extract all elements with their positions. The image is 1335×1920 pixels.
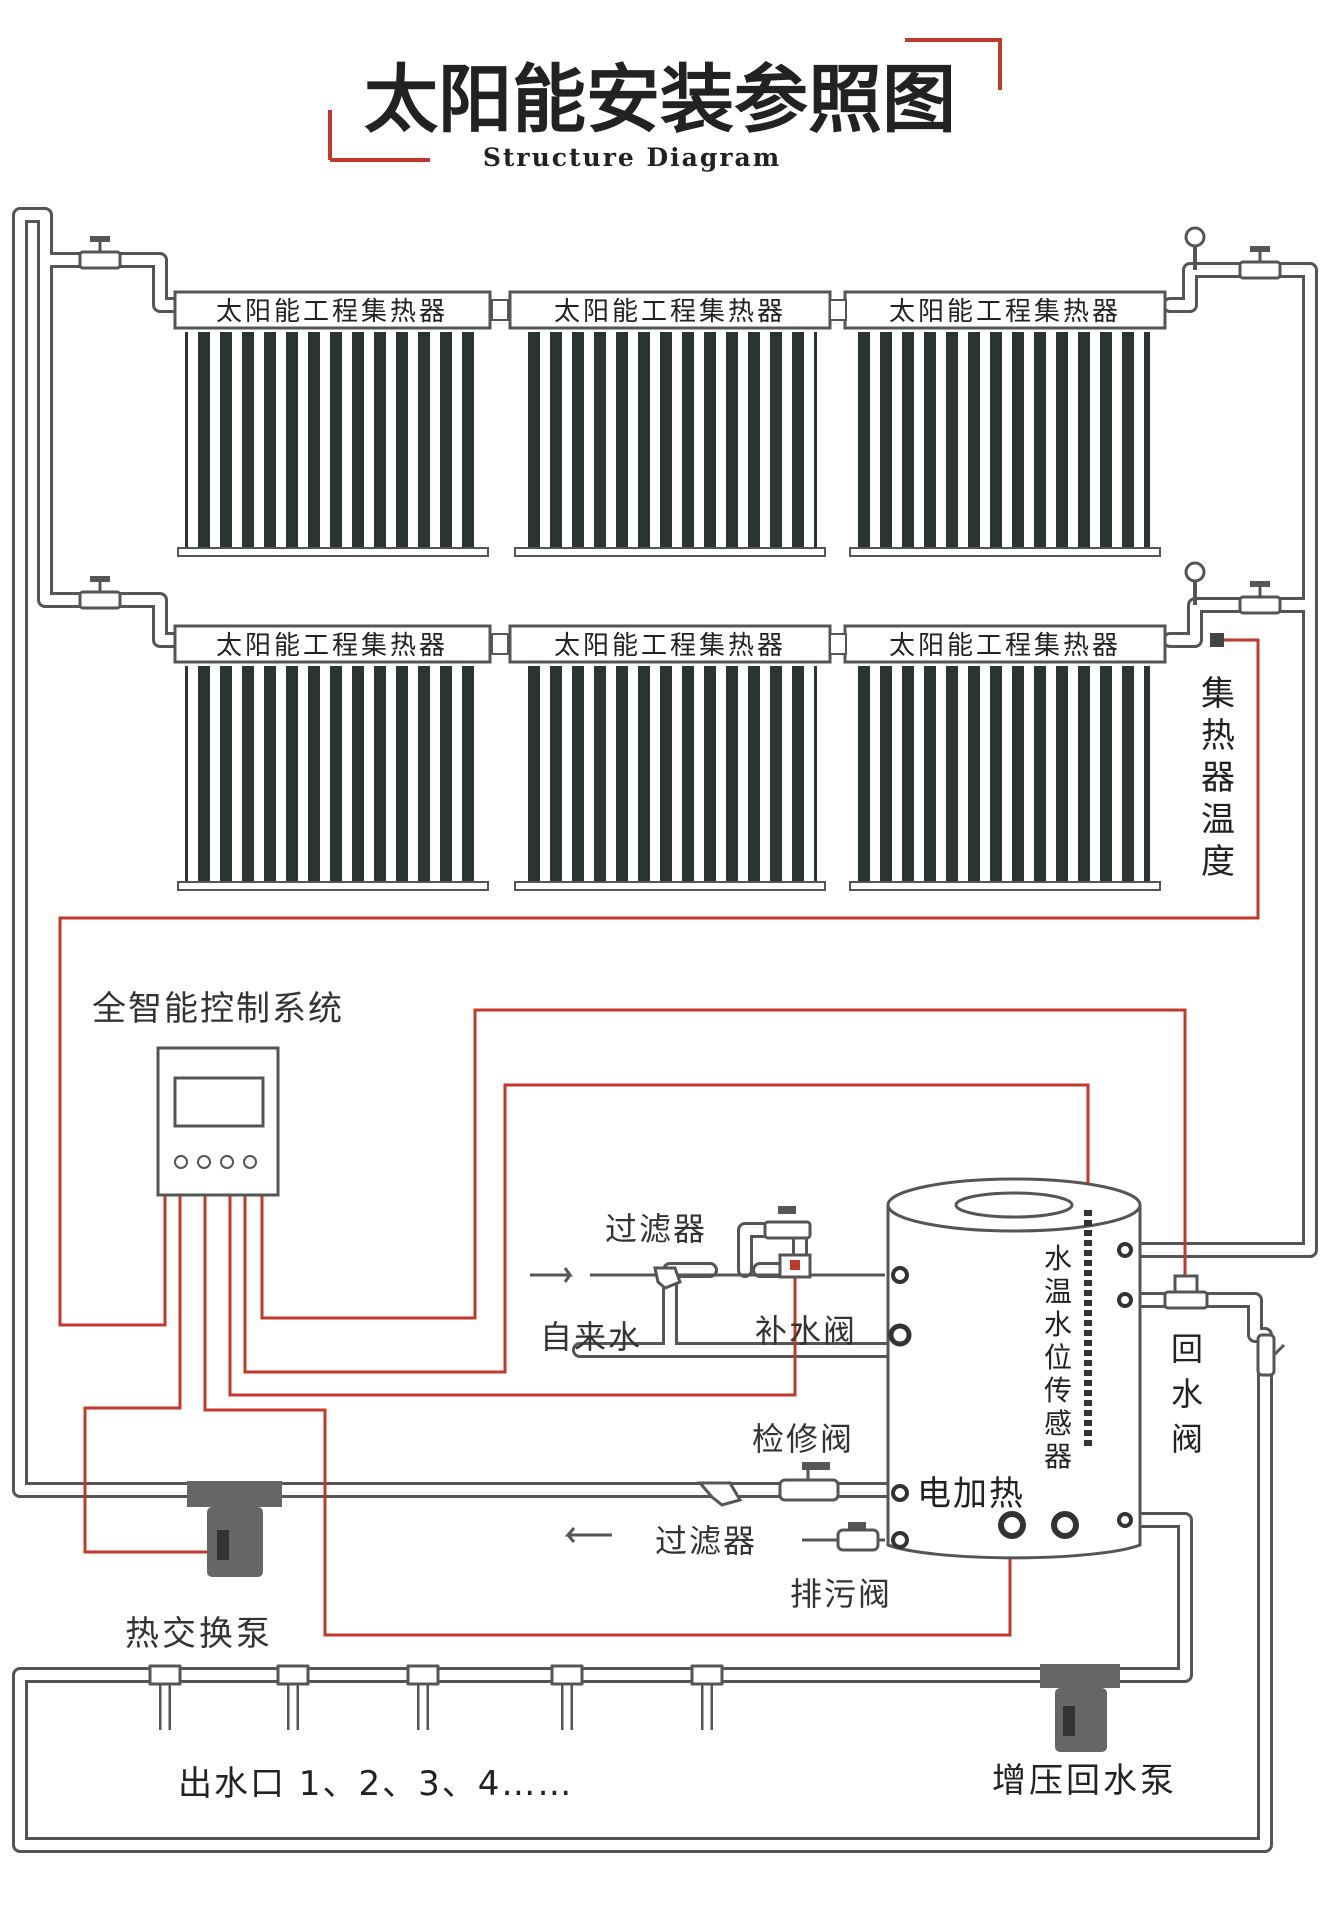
arrow-left-icon [564, 1527, 612, 1543]
drain-valve-label: 排污阀 [790, 1575, 892, 1613]
tap-water-label: 自来水 [540, 1318, 642, 1356]
pressure-gauge-icon [1184, 561, 1206, 605]
svg-text:温: 温 [1044, 1275, 1072, 1308]
collector-temp-label: 器 [1201, 758, 1235, 798]
collector: 太阳能工程集热器 [173, 290, 492, 557]
svg-text:水: 水 [1044, 1308, 1072, 1341]
control-display [173, 1076, 265, 1128]
valve [78, 576, 122, 610]
tank-port [891, 1484, 909, 1502]
collector-coupler [829, 633, 847, 655]
tank-port [1117, 1242, 1133, 1258]
arrow-right-icon [530, 1267, 573, 1283]
makeup-valve-label: 补水阀 [755, 1312, 857, 1350]
tank-port [888, 1323, 912, 1347]
heat-exchange-pump-label: 热交换泵 [125, 1614, 273, 1654]
svg-text:水: 水 [1171, 1375, 1203, 1413]
heat-exchange-pump-icon [187, 1481, 282, 1577]
drain-valve [802, 1522, 885, 1552]
collector-row-1: 太阳能工程集热器 太阳能工程集热器 太阳能工程集热器 [173, 290, 1167, 557]
svg-text:位: 位 [1044, 1341, 1072, 1374]
control-unit: 全智能控制系统 [92, 989, 344, 1197]
tank-port [891, 1266, 909, 1284]
service-valve [778, 1462, 840, 1502]
collector-row-2: 太阳能工程集热器 太阳能工程集热器 太阳能工程集热器 [173, 624, 1167, 891]
collector-tubes [185, 332, 480, 547]
collector-coupler [491, 299, 509, 321]
service-valve-label: 检修阀 [752, 1420, 854, 1458]
svg-text:器: 器 [1044, 1440, 1072, 1473]
filter-icon [653, 1266, 682, 1290]
collector: 太阳能工程集热器 [173, 624, 492, 891]
pressure-gauge-icon [1184, 226, 1206, 270]
collector-temp-label: 集 [1201, 674, 1235, 714]
collector: 太阳能工程集热器 [843, 290, 1167, 557]
collector-tubes [855, 332, 1150, 547]
tank-port [1117, 1512, 1133, 1528]
svg-text:水: 水 [1044, 1242, 1072, 1275]
svg-text:回: 回 [1171, 1330, 1203, 1368]
collector-temp-label: 温 [1201, 800, 1235, 840]
collector: 太阳能工程集热器 [508, 290, 832, 557]
control-button [243, 1155, 257, 1169]
valve [1238, 246, 1282, 280]
collector-coupler [491, 633, 509, 655]
control-button [220, 1155, 234, 1169]
control-wiring [58, 638, 1260, 1637]
inlet-assembly [530, 1206, 885, 1290]
collector-coupler [829, 299, 847, 321]
filter-icon [696, 1481, 743, 1507]
heater-port [998, 1511, 1026, 1539]
collector-tubes [522, 332, 817, 547]
collector-label: 太阳能工程集热器 [889, 631, 1121, 661]
collector-temp-label: 热 [1201, 716, 1235, 756]
collector-label: 太阳能工程集热器 [216, 631, 448, 661]
header-bracket-right [905, 38, 1002, 90]
sensor-label: 水 温 水 位 传 感 器 [1044, 1242, 1072, 1473]
tank-port [891, 1531, 909, 1549]
heater-port [1051, 1511, 1079, 1539]
booster-pump-label: 增压回水泵 [992, 1761, 1177, 1801]
collector-tubes [855, 666, 1150, 881]
booster-pump-icon [1040, 1664, 1120, 1752]
collector-label: 太阳能工程集热器 [554, 297, 786, 327]
check-valve [1256, 1333, 1286, 1377]
collector: 太阳能工程集热器 [843, 624, 1167, 891]
control-system-label: 全智能控制系统 [92, 989, 344, 1029]
header: 太阳能安装参照图 Structure Diagram [328, 38, 1002, 172]
control-button [174, 1155, 188, 1169]
svg-text:感: 感 [1044, 1407, 1072, 1440]
collector-temp-label: 度 [1201, 842, 1235, 882]
return-valve [1163, 1274, 1209, 1310]
svg-text:阀: 阀 [1171, 1420, 1203, 1458]
valve [78, 236, 122, 270]
filter-bottom-label: 过滤器 [655, 1522, 757, 1560]
collector-tubes [522, 666, 817, 881]
valve [1238, 581, 1282, 615]
page-title: 太阳能安装参照图 [364, 57, 956, 143]
temp-probe-icon [1210, 633, 1224, 647]
tank-port [1117, 1292, 1133, 1308]
collector-label: 太阳能工程集热器 [554, 631, 786, 661]
outlets-label: 出水口 1、2、3、4…… [178, 1764, 573, 1804]
collector: 太阳能工程集热器 [508, 624, 832, 891]
svg-text:传: 传 [1044, 1374, 1072, 1407]
outlet-taps [148, 1664, 724, 1730]
page-subtitle: Structure Diagram [483, 143, 781, 172]
collector-tubes [185, 666, 480, 881]
return-valve-label: 回 水 阀 [1171, 1330, 1203, 1458]
valve [763, 1220, 812, 1240]
control-button [197, 1155, 211, 1169]
water-tank [886, 1177, 1142, 1560]
filter-top-label: 过滤器 [605, 1210, 707, 1248]
collector-label: 太阳能工程集热器 [216, 297, 448, 327]
collector-label: 太阳能工程集热器 [889, 297, 1121, 327]
electric-heater-label: 电加热 [917, 1474, 1025, 1514]
